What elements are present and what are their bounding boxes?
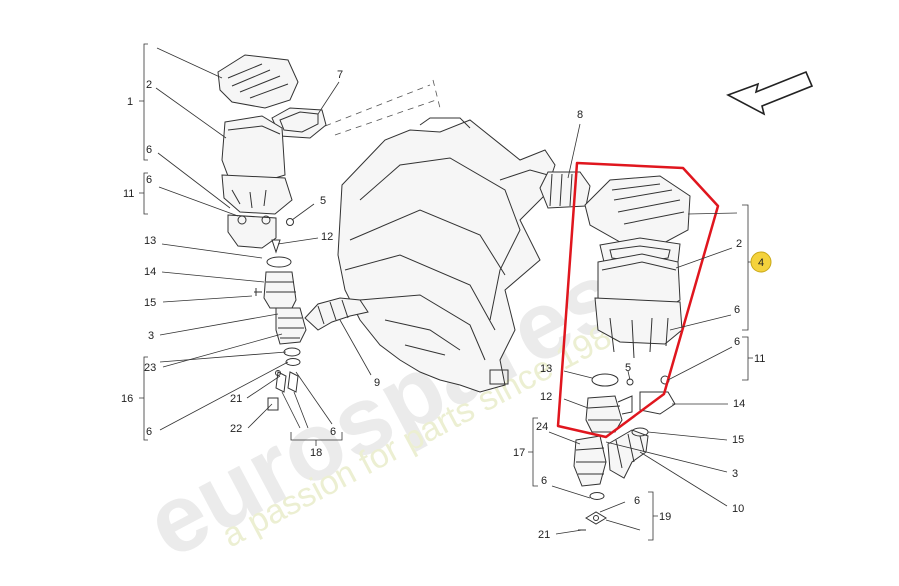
intake-shroud: [314, 79, 556, 393]
label-1: 1: [127, 96, 133, 108]
label-12: 12: [321, 231, 333, 243]
label-6: 6: [734, 336, 740, 348]
label-3: 3: [148, 330, 154, 342]
label-6: 6: [146, 174, 152, 186]
label-23: 23: [144, 362, 156, 374]
direction-arrow-icon: [726, 70, 814, 116]
label-6: 6: [146, 144, 152, 156]
right-airbox-assembly: [539, 171, 691, 531]
highlight-outline: [556, 161, 720, 439]
label-16: 16: [121, 393, 133, 405]
callout-badge[interactable]: 4: [750, 251, 772, 273]
label-14: 14: [144, 266, 156, 278]
left-airbox-assembly: [217, 54, 369, 411]
label-21: 21: [538, 529, 550, 541]
label-2: 2: [736, 238, 742, 250]
label-5: 5: [625, 362, 631, 374]
label-6: 6: [146, 426, 152, 438]
label-9: 9: [374, 377, 380, 389]
label-22: 22: [230, 423, 242, 435]
label-10: 10: [732, 503, 744, 515]
label-14: 14: [733, 398, 745, 410]
label-7: 7: [337, 69, 343, 81]
label-11: 11: [123, 188, 134, 200]
label-13: 13: [144, 235, 156, 247]
label-8: 8: [577, 109, 583, 121]
left-labels: 1 2 7 6 11 6 5 13 12 14 15 3 23 16 6 21 …: [121, 69, 380, 459]
label-15: 15: [732, 434, 744, 446]
label-2: 2: [146, 79, 152, 91]
label-12: 12: [540, 391, 552, 403]
label-19: 19: [659, 511, 671, 523]
label-6: 6: [541, 475, 547, 487]
callout-label: 4: [758, 257, 764, 269]
label-11: 11: [754, 353, 765, 365]
label-6: 6: [634, 495, 640, 507]
label-5: 5: [320, 195, 326, 207]
label-21: 21: [230, 393, 242, 405]
label-6: 6: [734, 304, 740, 316]
leader-lines: [139, 43, 753, 541]
label-3: 3: [732, 468, 738, 480]
label-18: 18: [310, 447, 322, 459]
right-labels: 8 2 6 6 11 13 5 12 14 24 15 17 3 6 6 10 …: [513, 109, 765, 541]
label-6: 6: [330, 426, 336, 438]
label-13: 13: [540, 363, 552, 375]
label-17: 17: [513, 447, 525, 459]
label-15: 15: [144, 297, 156, 309]
label-24: 24: [536, 421, 548, 433]
